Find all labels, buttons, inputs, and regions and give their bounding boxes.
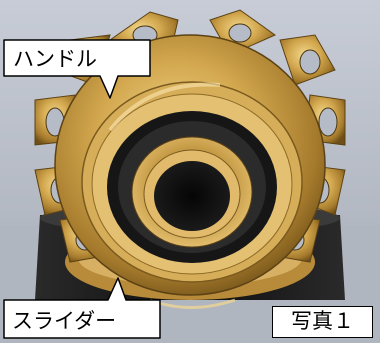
bore-hole (154, 161, 230, 231)
handle-label: ハンドル (13, 47, 97, 71)
handle-callout: ハンドル (3, 39, 151, 99)
slider-callout: スライダー (3, 277, 161, 339)
photo-caption: 写真１ (272, 306, 373, 338)
slider-label: スライダー (12, 309, 116, 333)
